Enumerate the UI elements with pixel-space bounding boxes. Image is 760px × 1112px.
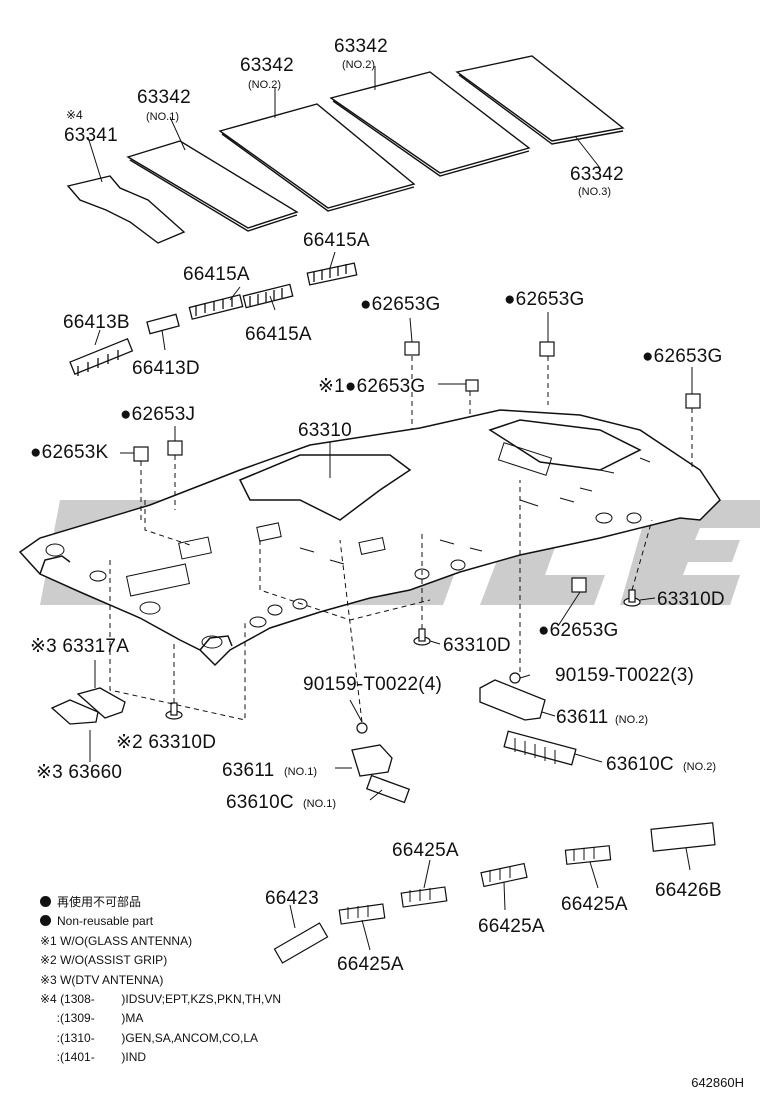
label-90159-4: 90159-T0022(4)	[303, 674, 442, 695]
legend-en-text: Non-reusable part	[57, 914, 154, 929]
clip-66415A-a	[306, 262, 358, 286]
label-62653J: ●62653J	[120, 404, 195, 425]
label-62653G-3: ●62653G	[642, 346, 723, 367]
label-66415A-2: 66415A	[183, 264, 250, 285]
clips-62653	[133, 341, 701, 593]
label-62653G-2: ●62653G	[504, 289, 585, 310]
legend-note: :(1401- )IND	[40, 1050, 147, 1065]
clip-66415A-c	[242, 283, 294, 309]
label-62653G-5: ●62653G	[538, 620, 619, 641]
clip-66413B	[69, 337, 134, 375]
pad-63342-no3	[455, 55, 625, 142]
legend-note: ※2 W/O(ASSIST GRIP)	[40, 953, 168, 968]
sub-63342-no2b: (NO.2)	[342, 59, 375, 71]
legend-note: ※3 W(DTV ANTENNA)	[40, 972, 164, 987]
legend-note: :(1310- )GEN,SA,ANCOM,CO,LA	[40, 1030, 259, 1045]
legend-jp-text: 再使用不可部品	[57, 895, 142, 909]
non-reusable-dot-icon	[40, 896, 51, 907]
pad-63342-no2-a	[218, 103, 416, 209]
clip-rows	[69, 262, 358, 376]
label-63310: 63310	[298, 420, 352, 441]
label-63317A: ※3 63317A	[30, 636, 129, 657]
label-63611-no2: 63611	[556, 707, 608, 728]
roof-pads	[66, 55, 625, 244]
label-63610C-no1: 63610C	[226, 792, 294, 813]
label-66425A-3: 66425A	[478, 916, 545, 937]
legend: 再使用不可部品 Non-reusable part ※1 W/O(GLASS A…	[40, 893, 281, 1068]
label-63660: ※3 63660	[36, 762, 122, 783]
legend-note: :(1309- )MA	[40, 1011, 144, 1026]
part-labels: ※4 63341 63342 (NO.1) 63342 (NO.2) 63342…	[30, 36, 725, 975]
non-reusable-dot-icon	[40, 915, 51, 927]
label-63342-no2a: 63342	[240, 55, 294, 76]
sub-63611-no1: (NO.1)	[284, 766, 317, 778]
leader-lines	[89, 251, 693, 951]
fasteners	[165, 589, 641, 734]
label-63341: 63341	[64, 125, 118, 146]
bracket-63317A	[76, 687, 126, 719]
sub-63611-no2: (NO.2)	[615, 714, 648, 726]
label-63342-no1: 63342	[137, 87, 191, 108]
label-66415A-3: 66415A	[245, 324, 312, 345]
label-66413D: 66413D	[132, 358, 200, 379]
pad-63342-no1	[126, 140, 299, 229]
label-62653G-4: ※1●62653G	[318, 376, 425, 397]
label-62653G-1: ●62653G	[360, 294, 441, 315]
visor-63610C-no1	[365, 774, 411, 804]
label-66425A-1: 66425A	[392, 840, 459, 861]
label-63610C-no2: 63610C	[606, 754, 674, 775]
holder-63611-no2	[479, 679, 546, 721]
figure-id: 642860H	[691, 1075, 744, 1090]
clip-66415A-b	[188, 294, 244, 320]
label-66413B: 66413B	[63, 312, 130, 333]
grip-clips	[273, 822, 716, 964]
label-66425A-2: 66425A	[337, 954, 404, 975]
pad-63341	[66, 175, 186, 244]
sub-63342-no3: (NO.3)	[578, 186, 611, 198]
label-90159-3: 90159-T0022(3)	[555, 665, 694, 686]
legend-row-jp: 再使用不可部品	[40, 893, 281, 912]
label-63341-mark: ※4	[66, 108, 83, 122]
label-62653K: ●62653K	[30, 442, 109, 463]
sub-63610C-no2: (NO.2)	[683, 761, 716, 773]
antenna-63660	[50, 699, 99, 725]
sub-63342-no2a: (NO.2)	[248, 79, 281, 91]
sub-63610C-no1: (NO.1)	[303, 798, 336, 810]
legend-note: ※1 W/O(GLASS ANTENNA)	[40, 933, 193, 948]
label-66423: 66423	[265, 888, 319, 909]
legend-note: ※4 (1308- )IDSUV;EPT,KZS,PKN,TH,VN	[40, 992, 282, 1007]
clip-66413D	[146, 313, 180, 335]
label-66426B: 66426B	[655, 880, 722, 901]
label-66425A-4: 66425A	[561, 894, 628, 915]
label-63342-no3: 63342	[570, 164, 624, 185]
label-63310D-2: 63310D	[443, 635, 511, 656]
label-66415A-1: 66415A	[303, 230, 370, 251]
visor-parts	[50, 679, 577, 804]
pad-63342-no2-b	[329, 71, 531, 174]
legend-row-en: Non-reusable part	[40, 912, 281, 931]
label-63611-no1: 63611	[222, 760, 274, 781]
holder-63611-no1	[351, 744, 393, 777]
sub-63342-no1: (NO.1)	[146, 111, 179, 123]
label-63310D-1: 63310D	[657, 589, 725, 610]
visor-63610C-no2	[503, 730, 577, 766]
label-63310D-3: ※2 63310D	[116, 732, 216, 753]
label-63342-no2b: 63342	[334, 36, 388, 57]
